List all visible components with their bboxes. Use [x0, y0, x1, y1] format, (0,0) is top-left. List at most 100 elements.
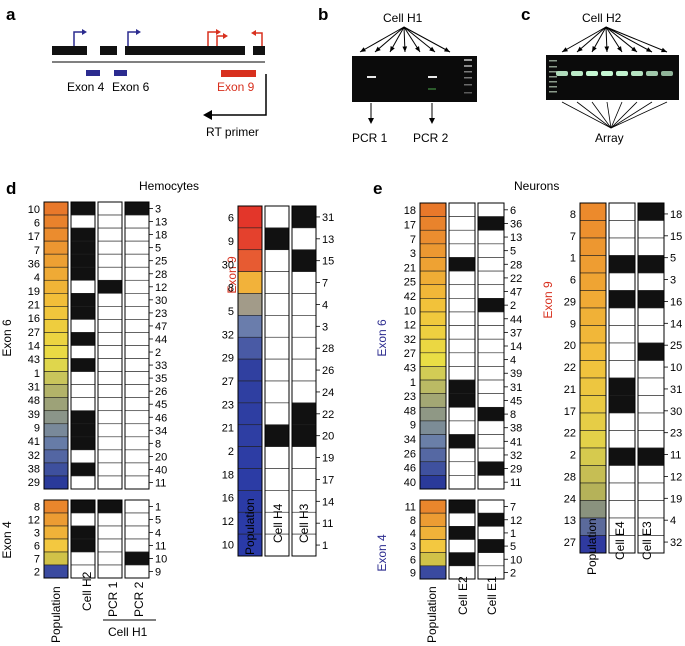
row-label-right: 23: [155, 308, 167, 320]
e-exon6-axis-label: Exon 6: [375, 319, 389, 357]
converging-line: [610, 101, 638, 129]
heatmap-cell: [124, 475, 150, 490]
arrowhead-icon: [136, 29, 141, 35]
exon4-bar: [86, 70, 100, 76]
row-label-right: 5: [670, 253, 676, 265]
row-label-right: 14: [510, 341, 522, 353]
heatmap-cell: [477, 270, 505, 286]
heatmap-cell: [419, 526, 447, 540]
hemocytes-title: Hemocytes: [139, 179, 199, 193]
row-label-right: 39: [510, 368, 522, 380]
cell-h1-bracket-label: Cell H1: [108, 625, 148, 639]
gel-band-faint: [428, 88, 436, 90]
heatmap-cell: [124, 253, 150, 268]
heatmap-cell: [477, 406, 505, 422]
heatmap-cell: [264, 336, 290, 360]
fan-arrow-line: [561, 26, 607, 53]
row-label-left: 48: [404, 405, 416, 417]
heatmap-cell: [237, 205, 263, 229]
fan-arrow-line: [403, 26, 451, 53]
row-label-left: 21: [222, 423, 234, 435]
arrowhead-icon: [604, 46, 610, 52]
row-label-right: 1: [322, 540, 328, 552]
row-label-left: 38: [28, 464, 40, 476]
row-label-right: 38: [510, 423, 522, 435]
converging-line: [610, 101, 623, 129]
heatmap-cell: [97, 410, 123, 425]
row-label-right: 8: [155, 438, 161, 450]
arrowhead-icon: [444, 47, 450, 52]
heatmap-cell: [70, 293, 96, 307]
heatmap-column-border: [124, 499, 150, 579]
row-label-left: 8: [570, 209, 576, 221]
row-label-right: 23: [670, 428, 682, 440]
row-label-right: 5: [510, 541, 516, 553]
heatmap-cell: [419, 284, 447, 299]
heatmap-column-border: [419, 499, 447, 580]
row-label-right: 31: [510, 382, 522, 394]
heatmap-cell: [124, 332, 150, 346]
row-label-left: 16: [222, 493, 234, 505]
heatmap-cell: [291, 424, 317, 447]
row-label-right: 18: [155, 230, 167, 242]
row-label-left: 30: [222, 259, 234, 271]
heatmap-cell: [419, 243, 447, 258]
heatmap-cell: [291, 205, 317, 229]
heatmap-cell: [70, 227, 96, 242]
gel-band: [556, 71, 568, 76]
row-label-right: 7: [322, 278, 328, 290]
heatmap-cell: [419, 539, 447, 553]
heatmap-cell: [70, 345, 96, 359]
row-label-right: 11: [322, 518, 333, 530]
panel-letter-c: c: [521, 5, 530, 24]
e-exon9-heatmap: 8716299202221172222824132718155316142510…: [564, 202, 682, 554]
heatmap-cell: [448, 216, 476, 231]
heatmap-cell: [448, 298, 476, 313]
row-label-right: 32: [510, 450, 522, 462]
heatmap-cell: [579, 325, 607, 344]
row-label-left: 10: [222, 539, 234, 551]
heatmap-cell: [97, 551, 123, 566]
heatmap-cell: [448, 352, 476, 367]
row-label-left: 6: [228, 213, 234, 225]
row-label-right: 44: [155, 334, 167, 346]
heatmap-cell: [43, 410, 69, 425]
neurons-title: Neurons: [514, 179, 559, 193]
heatmap-cell: [448, 406, 476, 422]
row-label-left: 23: [222, 399, 234, 411]
heatmap-cell: [43, 332, 69, 346]
ladder-band: [464, 71, 472, 73]
heatmap-cell: [579, 395, 607, 414]
heatmap-cell: [43, 551, 69, 566]
heatmap-column-border: [264, 205, 290, 557]
heatmap-cell: [43, 384, 69, 398]
row-label-right: 12: [155, 282, 167, 294]
ladder-band: [549, 91, 557, 93]
heatmap-cell: [448, 243, 476, 258]
row-label-left: 17: [28, 231, 40, 243]
heatmap-cell: [579, 255, 607, 274]
heatmap-cell: [97, 462, 123, 477]
heatmap-cell: [97, 525, 123, 540]
row-label-left: 4: [34, 272, 40, 284]
heatmap-cell: [419, 311, 447, 326]
row-label-left: 8: [410, 515, 416, 527]
row-label-left: 17: [564, 406, 576, 418]
heatmap-cell: [477, 298, 505, 313]
heatmap-cell: [264, 446, 290, 469]
arrowhead-icon: [592, 46, 597, 52]
converging-line: [606, 101, 612, 129]
heatmap-cell: [237, 446, 263, 469]
ladder-band: [464, 59, 472, 61]
gel-band: [586, 71, 598, 76]
heatmap-cell: [579, 237, 607, 256]
row-label-right: 13: [155, 217, 167, 229]
heatmap-cell: [637, 290, 665, 309]
heatmap-cell: [70, 462, 96, 477]
heatmap-cell: [419, 447, 447, 463]
row-label-left: 6: [34, 541, 40, 553]
row-label-left: 1: [410, 377, 416, 389]
arrowhead-icon: [390, 46, 395, 52]
heatmap-cell: [97, 345, 123, 359]
heatmap-cell: [97, 332, 123, 346]
